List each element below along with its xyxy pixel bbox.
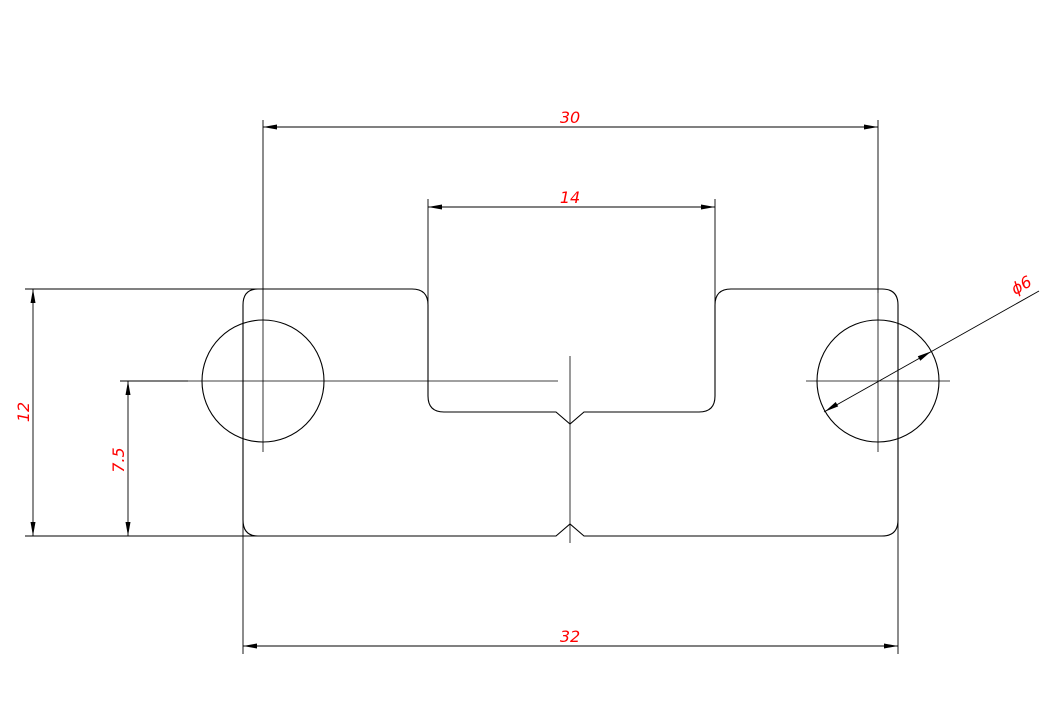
dimension-text: 14 bbox=[560, 188, 580, 207]
arrowhead bbox=[884, 643, 898, 649]
part-outline bbox=[242, 288, 899, 537]
dimension-text: 32 bbox=[560, 627, 580, 646]
dimension-slot-width: 14 bbox=[427, 188, 716, 305]
arrowhead bbox=[30, 522, 36, 536]
arrowhead bbox=[243, 643, 257, 649]
dimension-text: ϕ6 bbox=[1008, 272, 1035, 299]
arrowhead bbox=[125, 522, 131, 536]
arrowhead bbox=[428, 204, 442, 210]
arrowhead bbox=[824, 402, 839, 412]
dimension-hole-diameter: ϕ6 bbox=[823, 272, 1040, 413]
dimension-hole-spacing: 30 bbox=[262, 108, 879, 310]
dimension-overall-length: 32 bbox=[242, 520, 899, 654]
arrowhead bbox=[701, 204, 715, 210]
arrowhead bbox=[30, 289, 36, 303]
dimension-text: 7.5 bbox=[109, 447, 128, 472]
arrowhead bbox=[917, 351, 932, 361]
dimension-text: 30 bbox=[560, 108, 580, 127]
arrowhead bbox=[125, 381, 131, 395]
dimension-hole-height: 7.5 bbox=[109, 380, 188, 536]
dimension-text: 12 bbox=[14, 402, 33, 422]
leader-line bbox=[823, 290, 1040, 413]
dimension-overall-height: 12 bbox=[14, 288, 258, 537]
arrowhead bbox=[263, 124, 277, 130]
arrowhead bbox=[864, 124, 878, 130]
